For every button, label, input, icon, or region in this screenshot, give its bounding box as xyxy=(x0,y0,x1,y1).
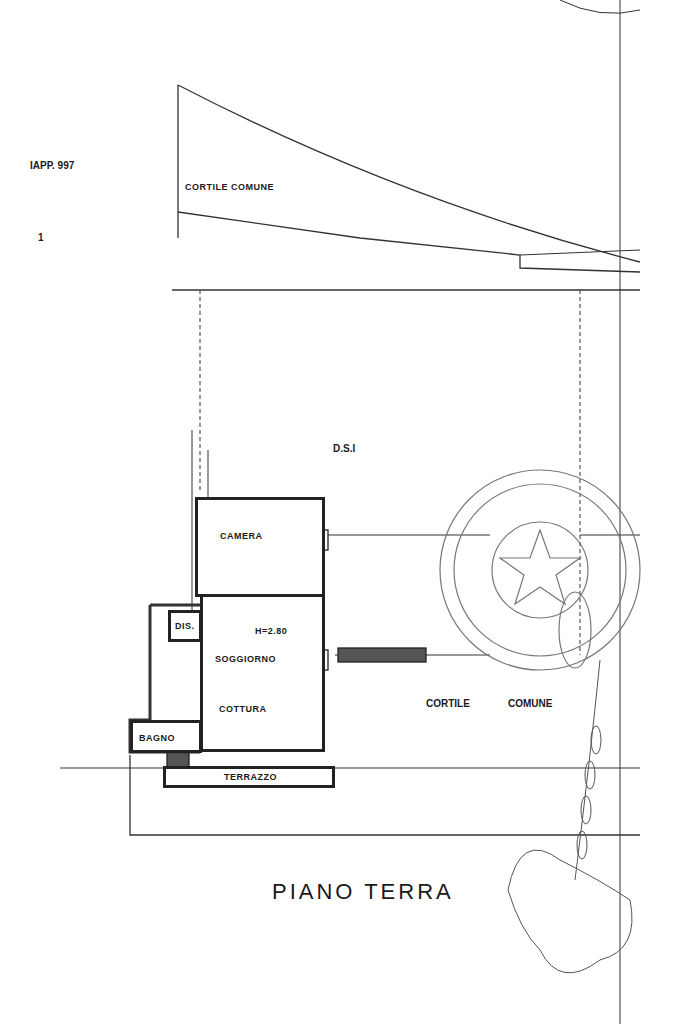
area-label: IAPP. 997 xyxy=(30,160,74,171)
courtyard-area: CORTILE COMUNE xyxy=(175,80,640,280)
room-name: SOGGIORNO xyxy=(215,655,276,665)
room-name: COTTURA xyxy=(219,705,267,715)
area-label: COMUNE xyxy=(508,698,552,709)
room-box: TERRAZZO xyxy=(163,766,335,788)
room-name: H=2.80 xyxy=(255,627,287,637)
courtyard-outline xyxy=(175,80,640,280)
floor-caption: PIANO TERRA xyxy=(272,880,454,904)
area-label: 1 xyxy=(38,232,44,243)
room-name: BAGNO xyxy=(139,734,175,744)
room-name: CORTILE COMUNE xyxy=(185,183,274,193)
room-name: CAMERA xyxy=(220,532,263,542)
room-box: BAGNO xyxy=(130,720,202,753)
room-name: TERRAZZO xyxy=(224,773,277,783)
area-label: CORTILE xyxy=(426,698,470,709)
room-name: DIS. xyxy=(175,622,195,632)
area-label: D.S.I xyxy=(333,443,355,454)
room-box: DIS. xyxy=(168,610,202,642)
room-box: CAMERA xyxy=(195,497,325,597)
room-box: H=2.80SOGGIORNO COTTURA xyxy=(200,594,325,752)
